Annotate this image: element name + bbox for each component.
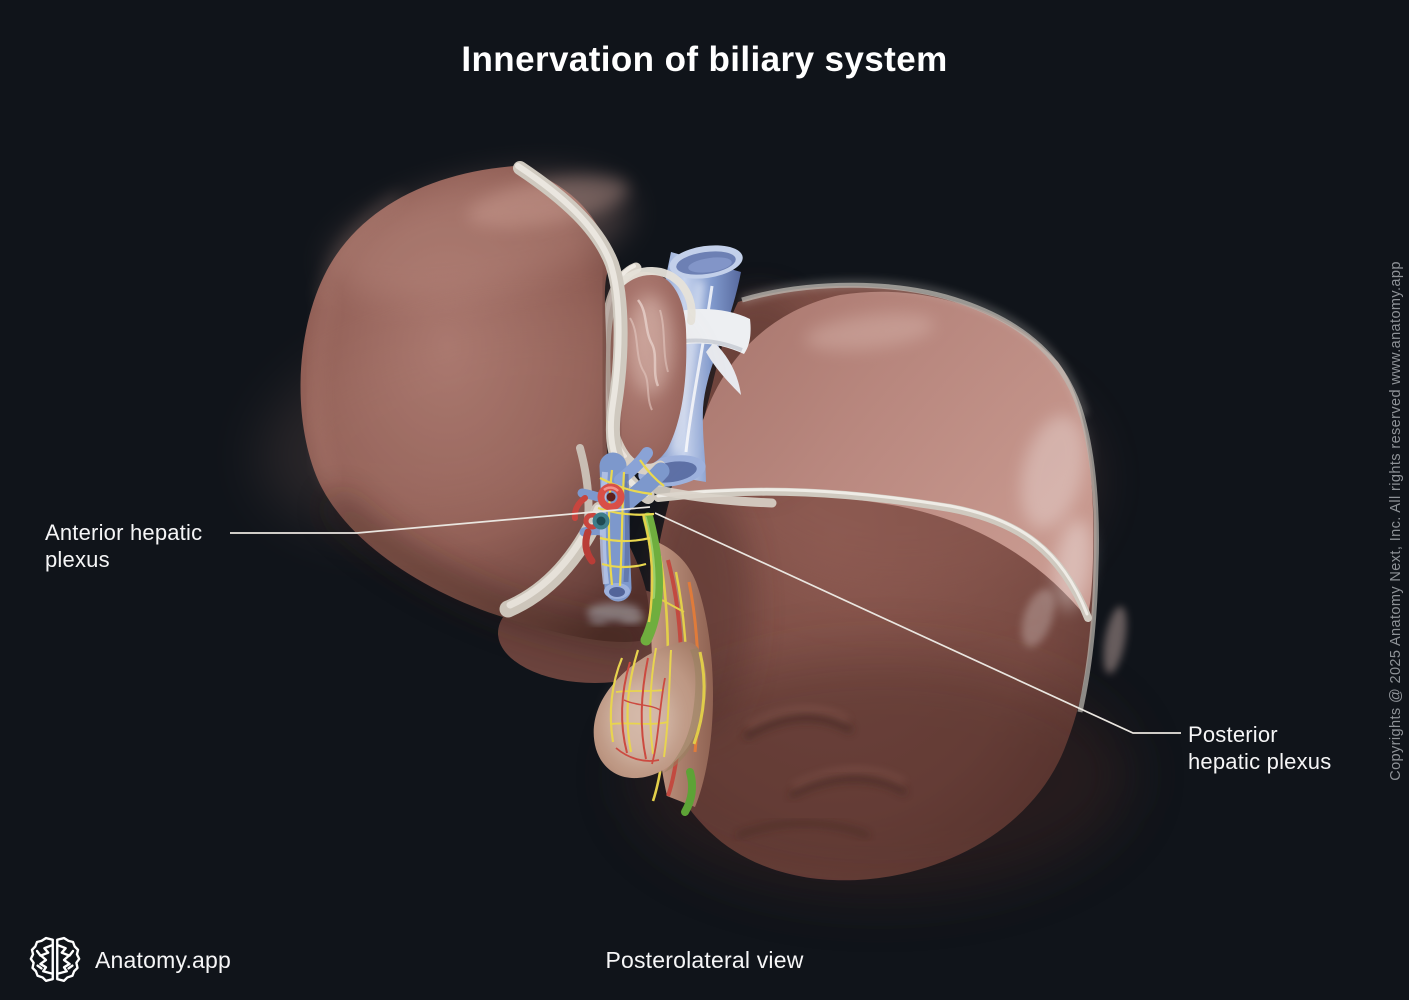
left-lobe	[259, 166, 692, 683]
page-title: Innervation of biliary system	[461, 40, 948, 79]
copyright-watermark: Copyrights @ 2025 Anatomy Next, Inc. All…	[1388, 261, 1404, 781]
bare-area	[668, 291, 1094, 618]
brand-logo: Anatomy.app	[28, 932, 231, 988]
anterior-leader-line	[230, 506, 651, 534]
posterior-leader-line	[654, 512, 1181, 734]
label-line: Posterior	[1188, 722, 1278, 747]
bile-duct	[640, 512, 663, 646]
label-anterior-hepatic-plexus: Anterior hepatic plexus	[45, 519, 202, 573]
hepatic-artery	[571, 483, 625, 565]
label-line: hepatic plexus	[1188, 749, 1332, 774]
anterior-hepatic-plexus-nerves	[597, 459, 665, 587]
hepatic-duct-opening	[592, 512, 610, 530]
surface-scar-patch	[587, 603, 644, 624]
gallbladder	[593, 641, 707, 779]
label-line: Anterior hepatic	[45, 520, 203, 545]
gallbladder-nerve-web	[609, 647, 706, 765]
label-posterior-hepatic-plexus: Posterior hepatic plexus	[1188, 721, 1331, 775]
label-line: plexus	[45, 547, 110, 572]
view-label: Posterolateral view	[605, 947, 804, 973]
brain-icon	[29, 936, 81, 982]
brand-name: Anatomy.app	[95, 946, 232, 973]
